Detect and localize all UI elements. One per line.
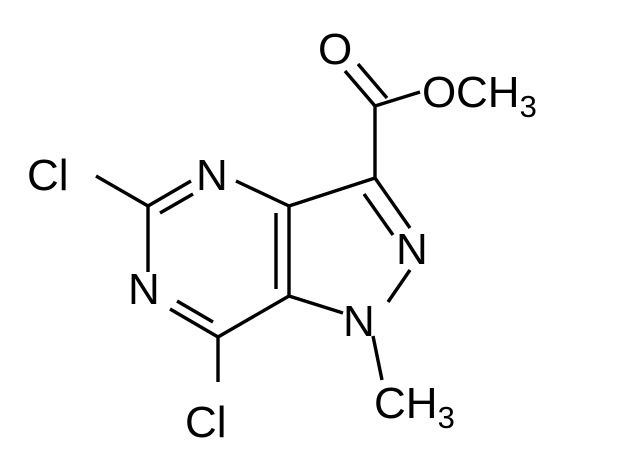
bond-n4-c3a [235,179,290,208]
bond-c7a-c7 [217,294,290,339]
ester-methyl-element: CH [456,68,520,117]
bond-c5-cl [95,174,149,208]
bond-n2-n1 [386,269,412,303]
ester-methyl-subscript: 3 [520,89,537,124]
bond-c5-n4 [147,179,192,208]
bond-c5-n4-double [159,192,194,215]
bond-c7-n6-double [176,299,214,324]
atom-n-pyrazole: N [396,225,428,274]
atom-n-top: N [196,151,228,200]
bonds [95,62,421,382]
n-methyl-element: CH [374,379,438,428]
bond-carbonyl-c-o [374,90,421,108]
group-n-methyl: CH3 [374,379,455,435]
bond-c3-n2-double [362,193,395,236]
bond-c7-n6 [169,307,219,339]
atom-o-carbonyl: O [318,25,352,74]
bond-carbonyl-double-1 [343,69,377,108]
bond-carbonyl-double-2 [356,62,389,100]
bond-c3a-c3 [288,176,376,208]
group-ester-methyl: CH3 [456,68,537,124]
atom-n-left: N [128,265,160,314]
bond-n1-methyl [371,335,384,381]
atom-n-methyl: N [343,297,375,346]
atom-cl-top: Cl [27,151,69,200]
atom-o-ester: O [422,68,456,117]
n-methyl-subscript: 3 [438,400,455,435]
atom-cl-bottom: Cl [185,398,227,447]
bond-n1-c7a [288,294,344,315]
atom-labels: Cl N N Cl N N O O CH3 CH3 [27,25,537,447]
bond-c3-n2 [373,177,412,229]
